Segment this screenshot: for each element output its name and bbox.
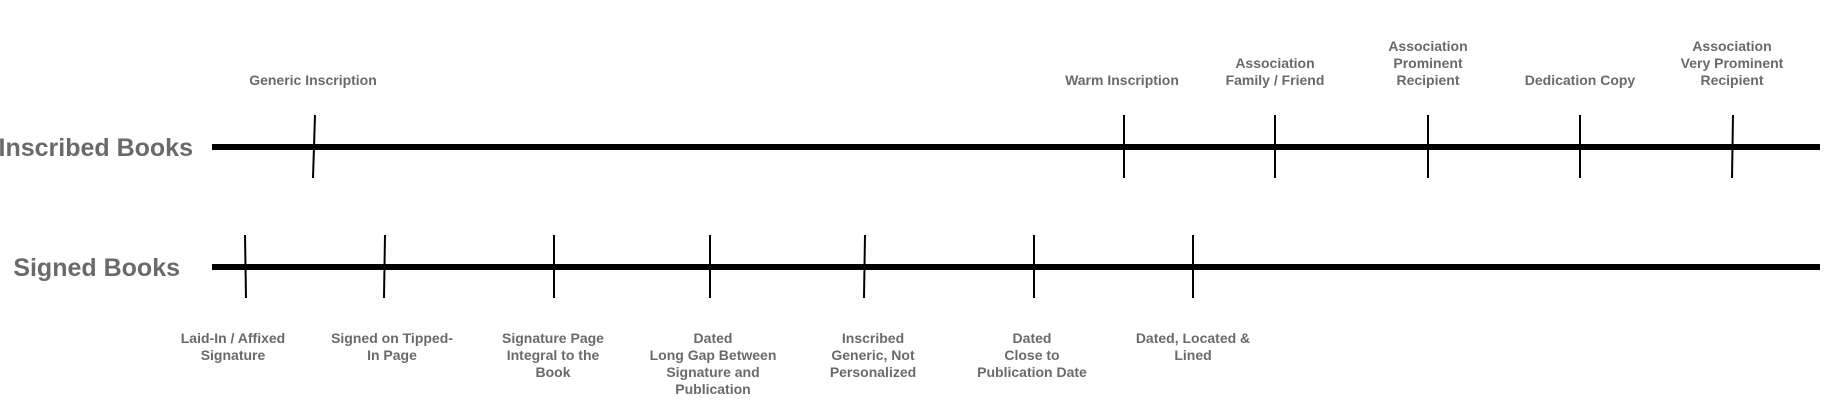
marker-label: Warm Inscription [1065, 72, 1179, 88]
marker-label-line: Association [1388, 38, 1467, 54]
marker-label-line: In Page [367, 347, 417, 363]
marker-label-line: Lined [1174, 347, 1211, 363]
marker-label-line: Dated, Located & [1136, 330, 1250, 346]
marker-label-line: Integral to the [507, 347, 600, 363]
row-inscribed-books: Inscribed Books Generic Inscription Warm … [0, 38, 1820, 179]
marker-tick [383, 234, 386, 299]
marker: Warm Inscription [1065, 72, 1179, 178]
marker: Signed on Tipped-In Page [331, 234, 453, 363]
marker-label-line: Long Gap Between [650, 347, 777, 363]
marker-label-line: Signature Page [502, 330, 604, 346]
marker-label: Signed on Tipped-In Page [331, 330, 453, 363]
marker: Generic Inscription [249, 72, 377, 179]
marker-tick [244, 234, 247, 299]
marker-tick [863, 234, 866, 299]
marker-label: Dated, Located &Lined [1136, 330, 1250, 363]
marker-label-line: Association [1235, 55, 1314, 71]
marker-label-line: Signature [201, 347, 266, 363]
marker: Dedication Copy [1525, 72, 1636, 178]
marker-label-line: Publication Date [977, 364, 1087, 380]
marker-label-line: Prominent [1393, 55, 1463, 71]
marker-label-line: Generic Inscription [249, 72, 377, 88]
marker-label-line: Inscribed [842, 330, 904, 346]
marker-label-line: Personalized [830, 364, 916, 380]
marker-label-line: Book [536, 364, 571, 380]
marker-label: Dedication Copy [1525, 72, 1636, 88]
row-title-inscribed: Inscribed Books [0, 134, 193, 162]
markers-inscribed: Generic Inscription Warm Inscription Assoc… [249, 38, 1784, 179]
marker-label-line: Family / Friend [1226, 72, 1325, 88]
marker-label-line: Publication [675, 381, 750, 397]
marker-tick [1731, 114, 1734, 179]
marker-label-line: Recipient [1396, 72, 1459, 88]
marker-label-line: Generic, Not [831, 347, 915, 363]
marker-label-line: Dated [1013, 330, 1052, 346]
marker-label-line: Dated [694, 330, 733, 346]
marker-label-line: Dedication Copy [1525, 72, 1636, 88]
marker-label-line: Very Prominent [1681, 55, 1784, 71]
marker-label-line: Association [1692, 38, 1771, 54]
row-title-signed: Signed Books [13, 254, 180, 282]
marker-label-line: Signed on Tipped- [331, 330, 453, 346]
marker: Dated, Located &Lined [1136, 235, 1250, 363]
marker-label-line: Recipient [1700, 72, 1763, 88]
marker-label-line: Close to [1004, 347, 1059, 363]
marker-label-line: Laid-In / Affixed [181, 330, 285, 346]
marker-tick [312, 114, 316, 179]
marker-label: Generic Inscription [249, 72, 377, 88]
marker-label-line: Signature and [666, 364, 759, 380]
marker-label-line: Warm Inscription [1065, 72, 1179, 88]
